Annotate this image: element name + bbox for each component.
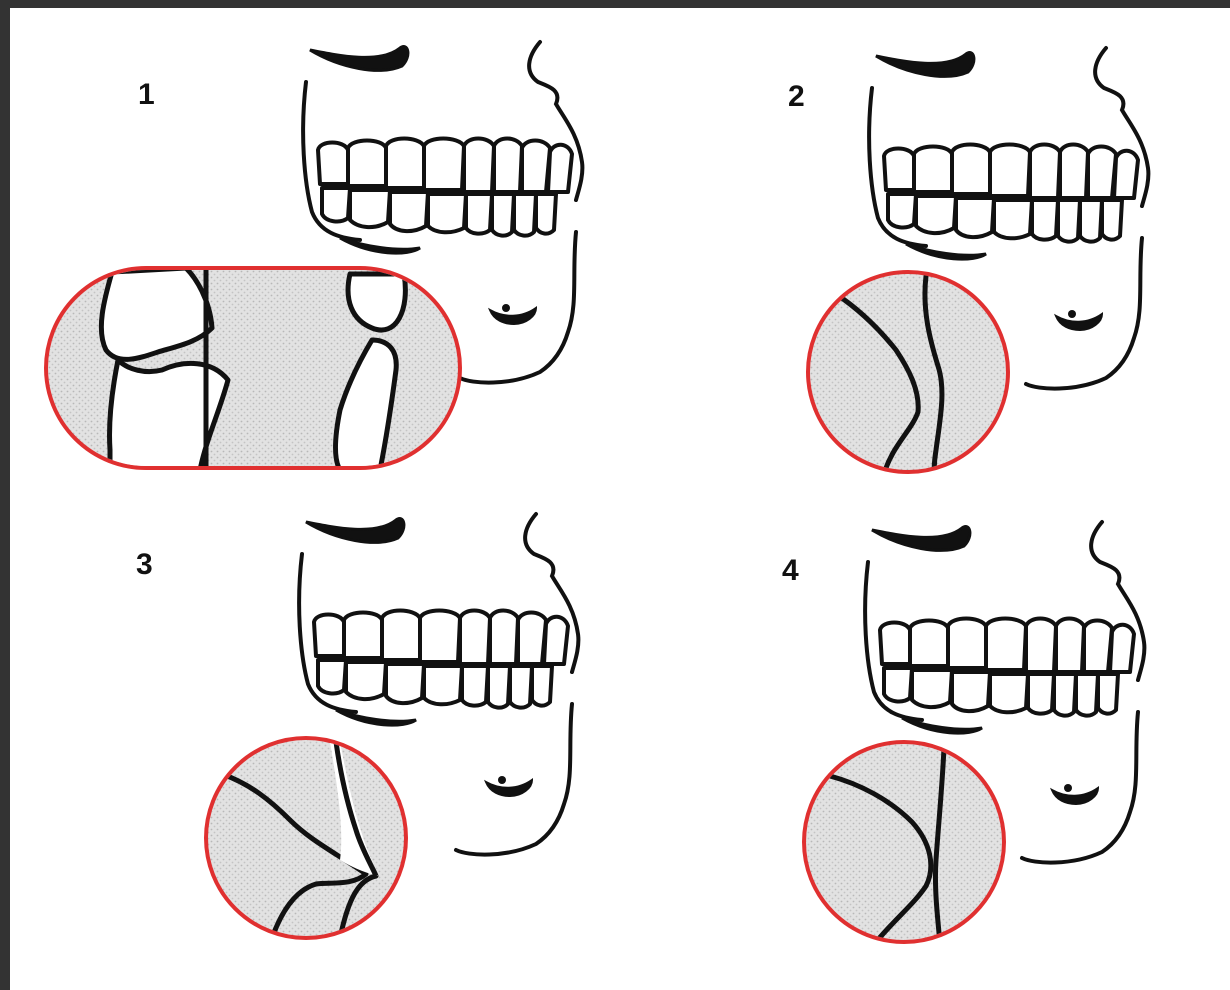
- zoom-lens-1: [46, 268, 460, 470]
- zoom-lens-2: [808, 272, 1008, 476]
- zoom-lens-3: [206, 738, 406, 938]
- zoom-lens-4: [804, 742, 1004, 944]
